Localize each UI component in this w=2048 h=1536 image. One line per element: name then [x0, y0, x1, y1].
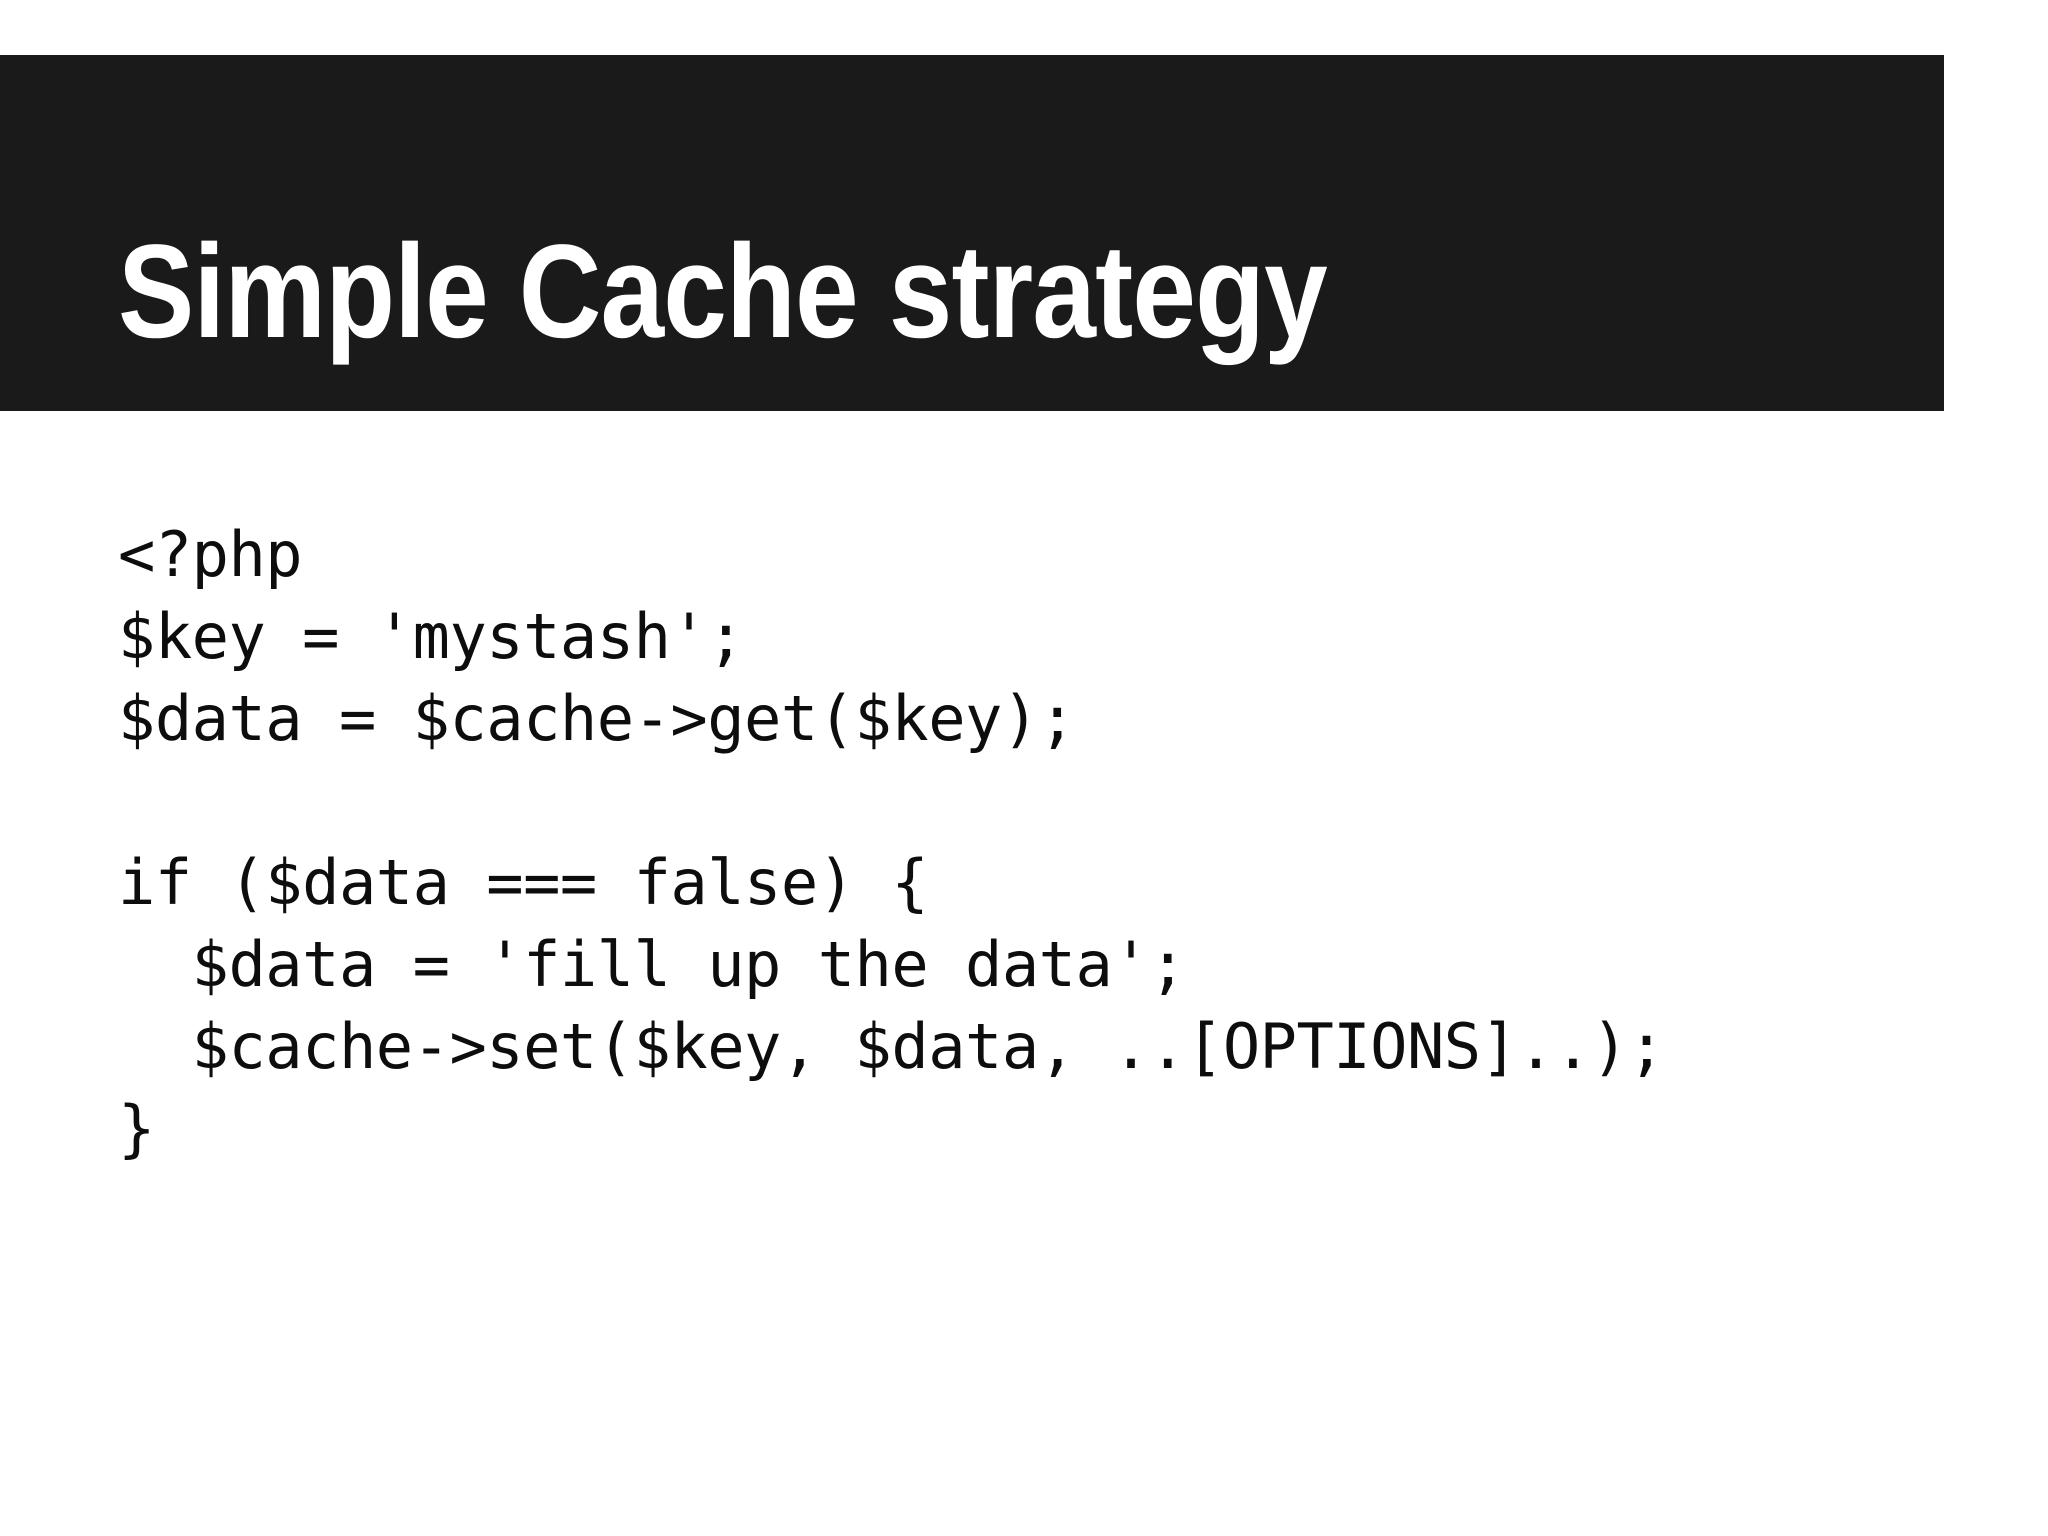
code-line: if ($data === false) {: [118, 846, 929, 919]
slide-title-bar: Simple Cache strategy: [0, 55, 1944, 411]
code-line: $data = $cache->get($key);: [118, 682, 1076, 755]
code-content: <?php $key = 'mystash'; $data = $cache->ge…: [118, 514, 1938, 1170]
page-title: Simple Cache strategy: [118, 218, 1328, 366]
code-block: <?php $key = 'mystash'; $data = $cache->ge…: [118, 514, 1938, 1170]
code-line: }: [118, 1092, 155, 1165]
code-line: <?php: [118, 518, 303, 591]
code-line: $data = 'fill up the data';: [118, 928, 1187, 1001]
code-line: $key = 'mystash';: [118, 600, 745, 673]
code-line: $cache->set($key, $data, ..[OPTIONS]..);: [118, 1010, 1666, 1083]
code-line-blank: [118, 760, 1938, 842]
